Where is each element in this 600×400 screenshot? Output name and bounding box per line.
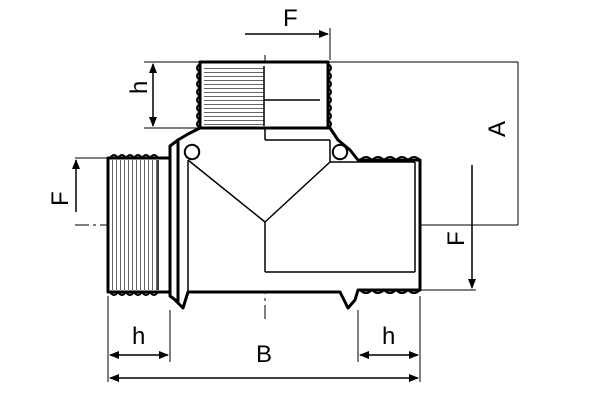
label-f-left: F xyxy=(47,191,74,206)
thread-crests xyxy=(109,63,421,296)
label-h-bottom-left: h xyxy=(132,323,145,350)
o-rings xyxy=(183,143,349,161)
label-a: A xyxy=(484,121,511,137)
label-f-top: F xyxy=(283,5,298,32)
label-f-right: F xyxy=(443,231,470,246)
label-b: B xyxy=(256,341,272,368)
top-thread-hatch xyxy=(204,66,264,126)
internal-bore xyxy=(157,66,416,292)
label-h-bottom-right: h xyxy=(382,323,395,350)
extension-lines xyxy=(75,28,519,382)
dimension-arrows xyxy=(72,30,476,382)
left-thread-hatch xyxy=(110,160,158,290)
label-h-top: h xyxy=(126,81,153,94)
